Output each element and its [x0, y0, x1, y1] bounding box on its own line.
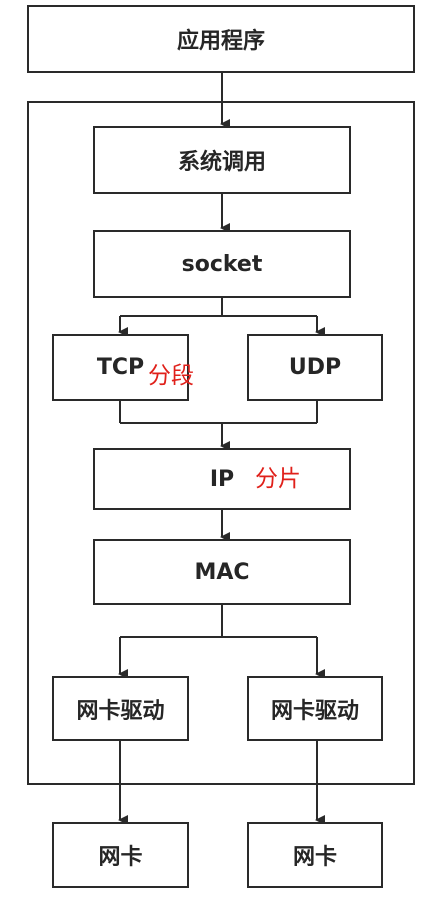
nic-right-label: 网卡	[292, 845, 337, 870]
nic-left-label: 网卡	[98, 845, 143, 870]
tcp-annotation: 分段	[148, 363, 194, 389]
tcp-box: TCP	[52, 334, 189, 401]
syscall-box: 系统调用	[93, 126, 351, 194]
mac-box: MAC	[93, 539, 351, 605]
driver-right-label: 网卡驱动	[270, 698, 359, 724]
nic-right-box: 网卡	[247, 822, 383, 888]
socket-label: socket	[181, 251, 263, 277]
ip-annotation: 分片	[255, 466, 301, 492]
mac-label: MAC	[194, 559, 250, 585]
app-box: 应用程序	[27, 5, 415, 73]
nic-left-box: 网卡	[52, 822, 189, 888]
ip-box: IP	[93, 448, 351, 510]
socket-box: socket	[93, 230, 351, 298]
udp-box: UDP	[247, 334, 383, 401]
app-label: 应用程序	[176, 29, 265, 54]
udp-label: UDP	[288, 355, 342, 380]
driver-left-label: 网卡驱动	[76, 698, 165, 724]
driver-right-box: 网卡驱动	[247, 676, 383, 741]
syscall-label: 系统调用	[177, 150, 266, 175]
ip-label: IP	[209, 466, 235, 492]
kernel-frame	[27, 101, 415, 785]
tcp-label: TCP	[96, 355, 145, 380]
driver-left-box: 网卡驱动	[52, 676, 189, 741]
